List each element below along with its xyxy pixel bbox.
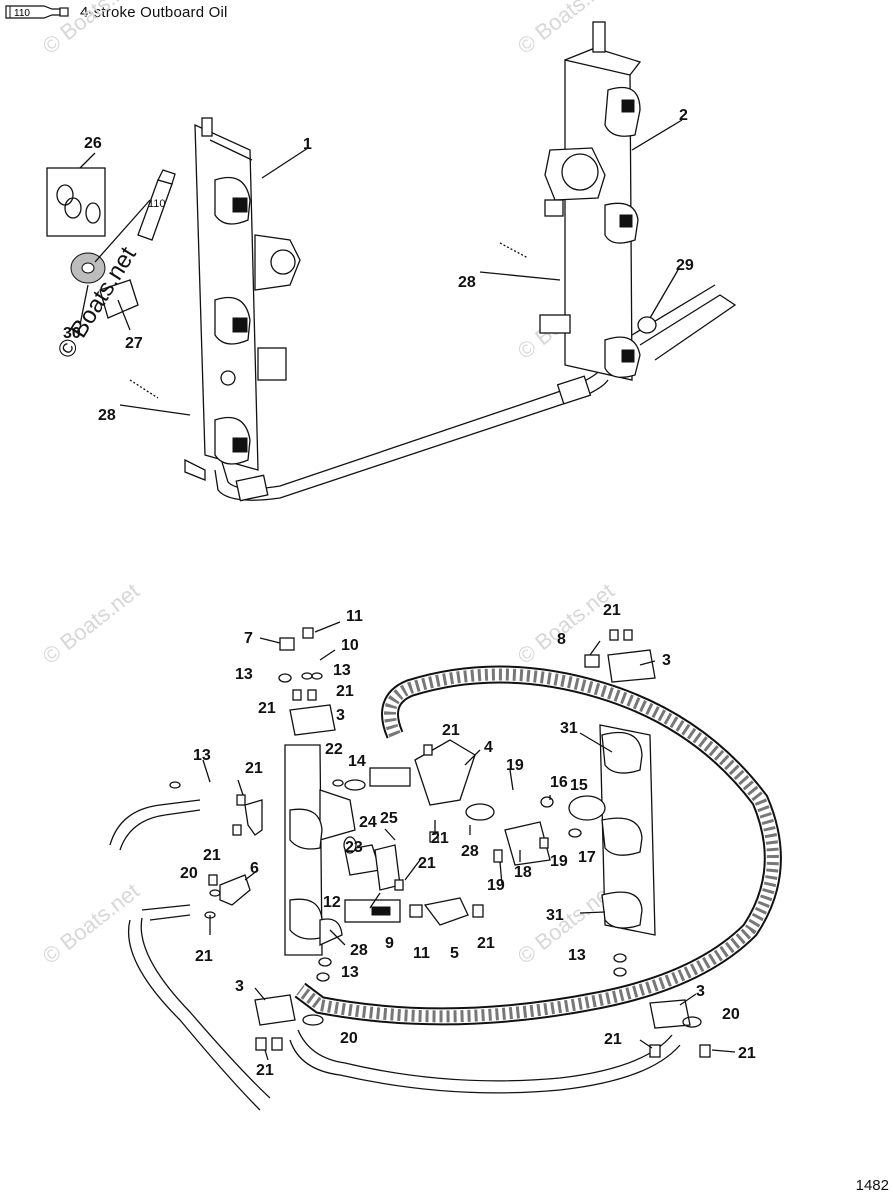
callout: 20 [340,1030,358,1047]
callout: 13 [568,947,586,964]
callout: 19 [550,853,568,870]
callout: 25 [380,810,398,827]
callout: 3 [696,983,705,1000]
callout: 6 [250,860,259,877]
callout: 16 [550,774,568,791]
callout: 13 [341,964,359,981]
callout: 17 [578,849,596,866]
callout: 24 [359,814,377,831]
callout: 18 [514,864,532,881]
callout: 28 [98,407,116,424]
callout: 13 [193,747,211,764]
callout: 3 [235,978,244,995]
fuel-rail-assembly-bottom [109,621,782,1111]
callout: 21 [604,1031,622,1048]
lubricant-title: 4-stroke Outboard Oil [80,3,228,21]
callout: 10 [341,637,359,654]
callout: 11 [413,945,430,962]
callout: 2 [679,107,688,124]
callout: 21 [418,855,436,872]
callout: 9 [385,935,394,952]
callout: 8 [557,631,566,648]
callout: 28 [458,274,476,291]
callout: 20 [722,1006,740,1023]
fuel-rail-assembly-top [46,21,737,502]
callout: 22 [325,741,343,758]
callout: 7 [244,630,253,647]
callout: 3 [662,652,671,669]
watermark: © Boats.net [38,578,144,669]
callout: 31 [560,720,578,737]
callout: 11 [346,608,363,625]
callout: 13 [235,666,253,683]
callout: 20 [180,865,198,882]
callout: 30 [63,325,81,342]
page-number: 1482 [855,1177,889,1194]
callout: 1 [303,136,312,153]
callout: 28 [350,942,368,959]
callout: 29 [676,257,694,274]
watermark: © Boats.net [38,878,144,969]
callout: 3 [336,707,345,724]
callout: 21 [738,1045,756,1062]
callout: 21 [258,700,276,717]
callout: 21 [195,948,213,965]
callout: 21 [256,1062,274,1079]
callout: 19 [487,877,505,894]
callout: 31 [546,907,564,924]
callout: 12 [323,894,341,911]
callout: 28 [461,843,479,860]
callout: 27 [125,335,143,352]
callout: 21 [336,683,354,700]
tube-code-label: 110 [148,198,166,210]
callout: 14 [348,753,366,770]
callout: 26 [84,135,102,152]
oil-tube-icon: 110 [5,5,69,19]
callout: 21 [245,760,263,777]
lubricant-legend: 110 4-stroke Outboard Oil [4,0,228,24]
watermark: © Boats.net [513,578,619,669]
callout: 4 [484,739,493,756]
callout: 13 [333,662,351,679]
callout: 5 [450,945,459,962]
callout: 21 [477,935,495,952]
callout: 21 [203,847,221,864]
callout: 19 [506,757,524,774]
callout: 15 [570,777,588,794]
callout: 21 [442,722,460,739]
watermark: © Boats.net [513,878,619,969]
callout: 21 [603,602,621,619]
watermark: © Boats.net [38,0,144,59]
tube-code: 110 [14,8,30,19]
callout: 23 [345,839,363,856]
callout: 21 [431,830,449,847]
